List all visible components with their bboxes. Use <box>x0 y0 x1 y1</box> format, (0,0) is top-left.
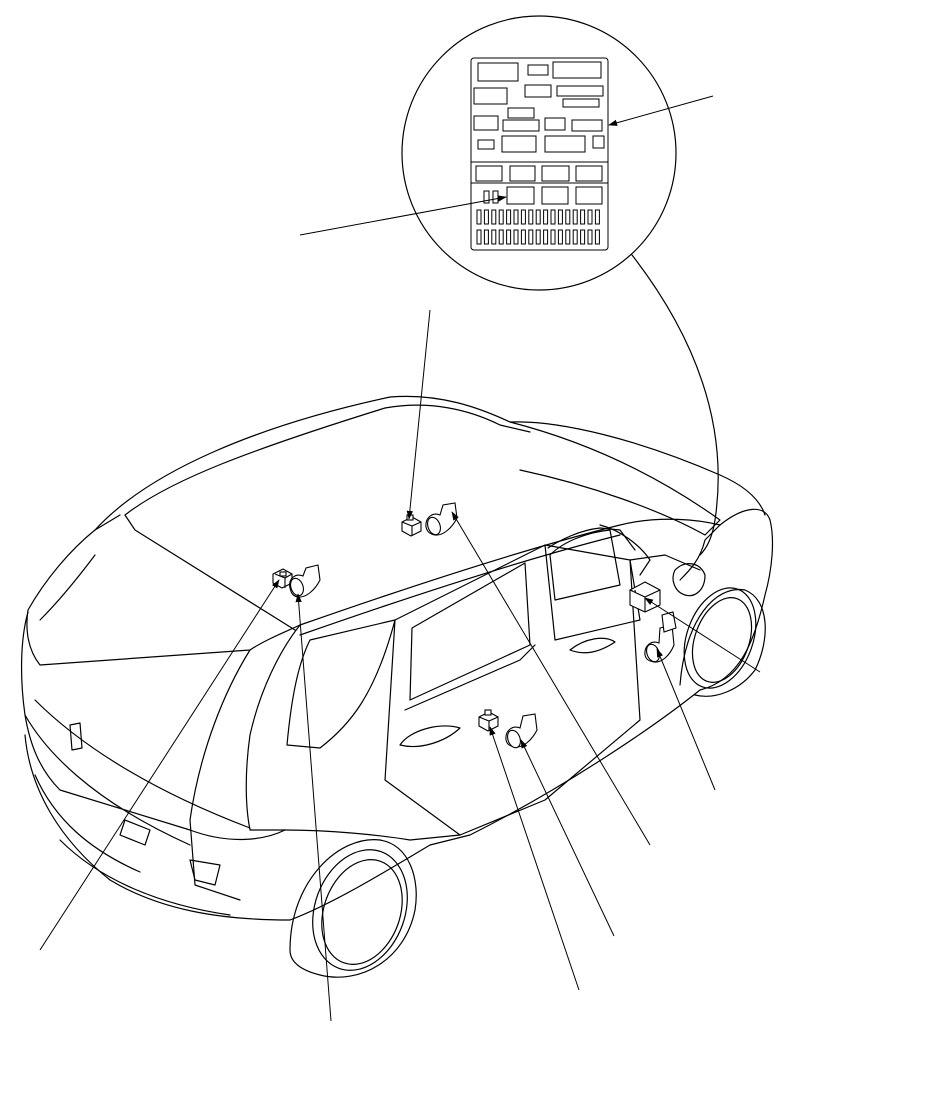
fuse-slot <box>520 229 526 245</box>
front-wheel <box>679 587 766 697</box>
fuse-slot <box>557 229 563 245</box>
fuse-slot <box>535 209 541 225</box>
fuse-box-detail <box>401 15 719 556</box>
sliding-door-components <box>478 709 538 749</box>
callout-leaders <box>39 95 761 1022</box>
beltline <box>299 518 721 626</box>
rear-roof-components <box>272 564 321 598</box>
fuse-slot <box>528 209 534 225</box>
detail-leader-line <box>631 254 719 556</box>
leader-front-speaker <box>656 648 716 791</box>
leader-center-connector <box>406 309 431 520</box>
fuse-slot <box>565 229 571 245</box>
fuse-slot <box>491 229 497 245</box>
center-switch-connector <box>401 516 422 537</box>
side-mirror <box>672 563 706 597</box>
fuse-slot <box>483 229 489 245</box>
sliding-door <box>384 544 641 836</box>
leader-door-connector <box>489 726 580 991</box>
fuse-row-upper <box>476 209 600 225</box>
leader-rear-connector <box>39 579 280 951</box>
relay-block <box>473 61 605 153</box>
fuse-slot <box>543 209 549 225</box>
rocker-panel <box>289 689 701 921</box>
fuse-slot <box>506 229 512 245</box>
license-plate-recess <box>69 722 83 751</box>
fuse-slot <box>543 229 549 245</box>
fuse-slot <box>491 209 497 225</box>
leader-front-connector <box>644 597 761 673</box>
fuse-slot <box>483 209 489 225</box>
fuse-slot <box>565 209 571 225</box>
fuse-slot <box>580 209 586 225</box>
front-door-components <box>629 581 677 663</box>
rear-window <box>26 529 301 666</box>
fuse-slot <box>520 209 526 225</box>
leader-rear-speaker <box>295 593 332 1022</box>
fuse-slot <box>535 229 541 245</box>
mini-fuse-right <box>492 190 499 204</box>
fuse-row-lower <box>476 229 600 245</box>
fuse-slot <box>476 209 482 225</box>
fuse-slot <box>594 229 600 245</box>
fuse-slot <box>572 209 578 225</box>
detail-circle <box>401 15 677 291</box>
large-relays <box>475 165 603 205</box>
leader-mini-fuse <box>299 195 507 236</box>
fuse-slot <box>498 209 504 225</box>
leader-fuse-relay <box>608 95 714 126</box>
rear-quarter-window <box>286 619 396 749</box>
front-fender <box>699 508 774 691</box>
fuse-slot <box>506 209 512 225</box>
vehicle-outline <box>20 395 774 978</box>
rear-bumper <box>24 734 291 921</box>
fuse-slot <box>594 209 600 225</box>
fuse-slot <box>580 229 586 245</box>
roof-panel <box>124 404 531 516</box>
fuse-slot <box>528 229 534 245</box>
tail-light <box>189 649 251 901</box>
mini-fuse-left <box>483 190 490 204</box>
fuse-slot <box>572 229 578 245</box>
fuse-slot <box>513 209 519 225</box>
fuse-slot <box>550 209 556 225</box>
fuse-slot <box>587 229 593 245</box>
fuse-slot <box>476 229 482 245</box>
front-door-window <box>549 529 621 601</box>
fuse-slot <box>550 229 556 245</box>
rear-wheel <box>289 839 417 978</box>
fuse-slot <box>498 229 504 245</box>
leader-door-speaker <box>520 739 615 937</box>
fuse-slot <box>587 209 593 225</box>
sliding-door-window <box>409 562 531 701</box>
fuse-slot <box>513 229 519 245</box>
leader-center-speaker <box>451 511 651 846</box>
rear-hatch <box>20 611 286 841</box>
sliding-door-handle <box>399 725 461 748</box>
roof-outline <box>94 395 766 531</box>
fuse-slot <box>557 209 563 225</box>
windshield <box>509 421 721 536</box>
